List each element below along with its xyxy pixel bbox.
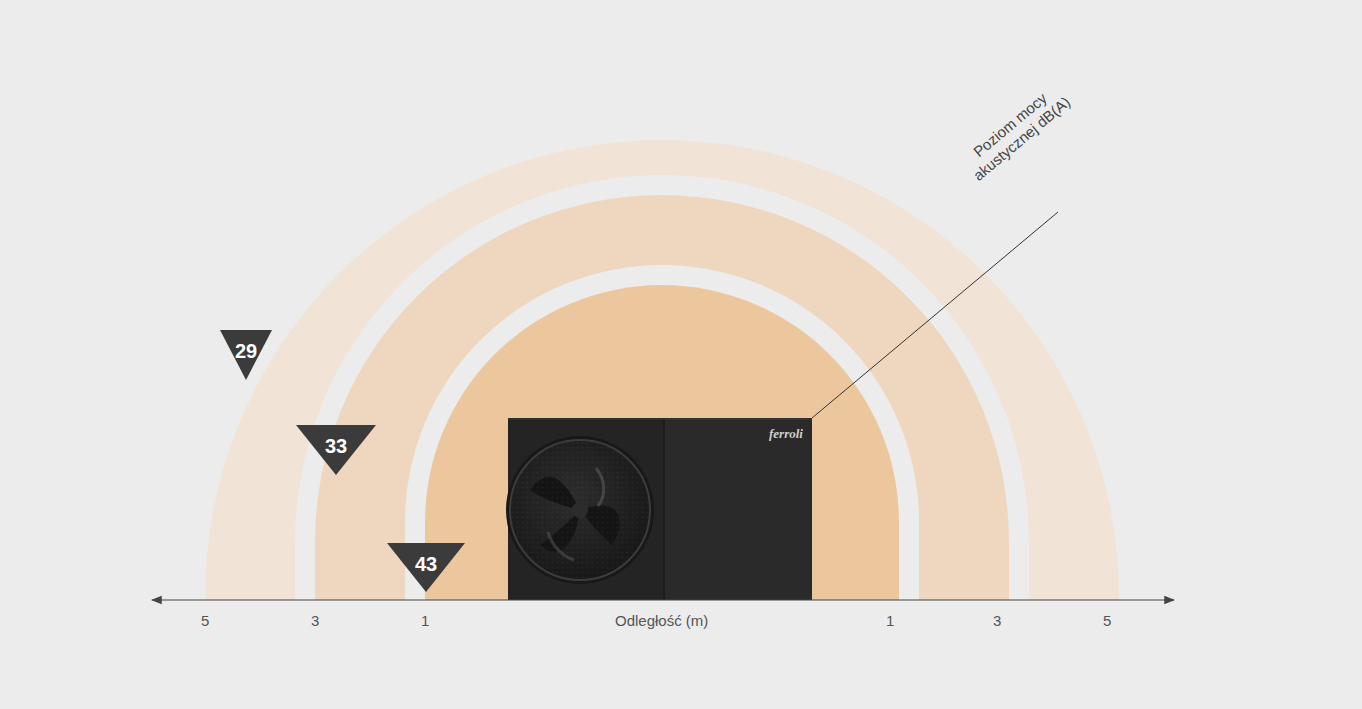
axis-tick: 5 [1103,612,1111,630]
brand-logo: ferroli [769,426,803,442]
sound-band-middle [315,195,1009,600]
axis-title: Odległość (m) [615,612,708,630]
sound-band-outer [205,140,1119,600]
axis-tick: 5 [201,612,209,630]
level-marker: 33 [296,425,376,475]
axis-tick: 1 [886,612,894,630]
level-value: 33 [296,436,376,456]
heat-pump-unit [506,418,812,600]
level-marker: 43 [387,543,465,592]
band-gap [405,265,919,600]
axis-tick: 3 [311,612,319,630]
band-gap [295,175,1029,600]
level-value: 43 [387,554,465,574]
leader-label: Poziom mocy akustycznej dB(A) [955,77,1076,187]
axis-tick: 1 [421,612,429,630]
leader-line [812,212,1058,418]
sound-band-inner [425,285,899,600]
axis-tick: 3 [993,612,1001,630]
level-marker: 29 [220,330,272,380]
distance-axis [152,599,1174,600]
level-value: 29 [220,341,272,361]
